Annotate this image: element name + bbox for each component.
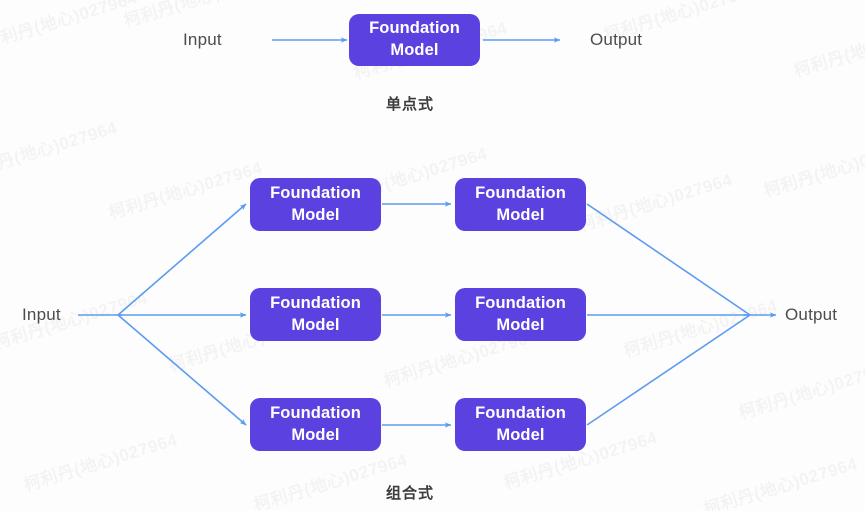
input-label-composite: Input [22, 305, 61, 324]
foundation-model-box[interactable]: Foundation Model [455, 398, 586, 451]
foundation-model-label: Foundation Model [475, 293, 566, 334]
foundation-model-box[interactable]: Foundation Model [250, 398, 381, 451]
watermark-text: 柯利丹(地心)027964 [20, 425, 180, 496]
watermark-text: 柯利丹(地心)027964 [760, 131, 865, 202]
caption-single-point: 单点式 [386, 96, 435, 113]
watermark-text: 柯利丹(地心)027964 [700, 449, 860, 511]
arrow-hub-to-row1 [117, 203, 247, 316]
watermark-text: 柯利丹(地心)027964 [120, 0, 280, 32]
foundation-model-label: Foundation Model [475, 183, 566, 224]
foundation-model-box[interactable]: Foundation Model [250, 288, 381, 341]
caption-composite: 组合式 [386, 485, 435, 502]
watermark-text: 柯利丹(地心)027964 [0, 113, 120, 184]
foundation-model-label: Foundation Model [270, 293, 361, 334]
watermark-text: 柯利丹(地心)027964 [620, 291, 780, 362]
arrow-row3-to-hub [586, 314, 751, 426]
watermark-text: 柯利丹(地心)027964 [575, 165, 735, 236]
watermark-text: 柯利丹(地心)027964 [105, 153, 265, 224]
arrow-hub-to-row3 [117, 314, 247, 426]
input-label-single: Input [183, 30, 222, 49]
watermark-text: 柯利丹(地心)027964 [735, 353, 865, 424]
watermark-text: 柯利丹(地心)027964 [0, 0, 140, 54]
foundation-model-label: Foundation Model [475, 403, 566, 444]
arrow-row1-to-hub [586, 203, 751, 316]
foundation-model-label: Foundation Model [270, 183, 361, 224]
foundation-model-box[interactable]: Foundation Model [455, 178, 586, 231]
foundation-model-box[interactable]: Foundation Model [455, 288, 586, 341]
output-label-single: Output [590, 30, 643, 49]
foundation-model-box[interactable]: Foundation Model [250, 178, 381, 231]
output-label-composite: Output [785, 305, 838, 324]
foundation-model-label: Foundation Model [369, 19, 460, 59]
watermark-text: 柯利丹(地心)027964 [790, 11, 865, 82]
foundation-model-box[interactable]: Foundation Model [349, 14, 480, 66]
foundation-model-label: Foundation Model [270, 403, 361, 444]
